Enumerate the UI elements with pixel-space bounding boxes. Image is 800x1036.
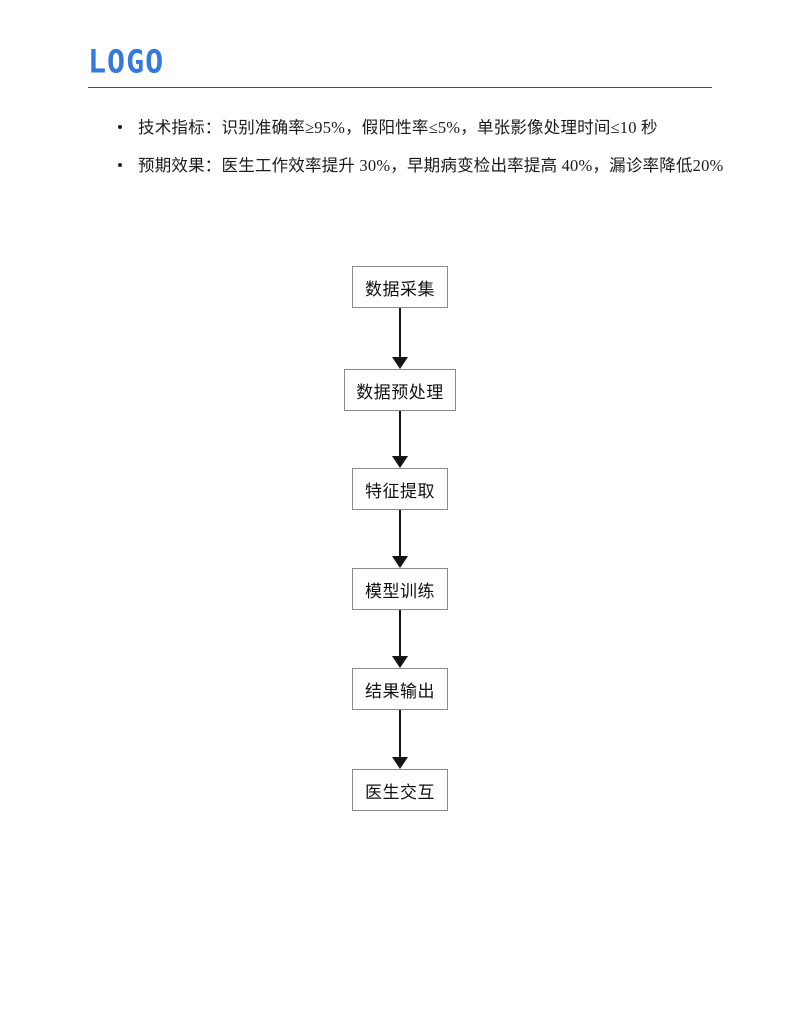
list-item: 技术指标：识别准确率≥95%，假阳性率≤5%，单张影像处理时间≤10 秒	[112, 110, 732, 146]
flow-node-label: 数据预处理	[356, 382, 444, 403]
list-item: 预期效果：医生工作效率提升 30%，早期病变检出率提高 40%，漏诊率降低20%	[112, 148, 732, 184]
flow-arrow-4	[391, 610, 409, 668]
arrow-head-icon	[392, 556, 408, 568]
flow-node-label: 结果输出	[365, 681, 435, 702]
arrow-stem	[399, 510, 401, 557]
flow-node-result-output: 结果输出	[352, 668, 448, 710]
logo-text: LOGO	[88, 43, 165, 81]
flow-node-label: 数据采集	[365, 279, 435, 300]
arrow-head-icon	[392, 357, 408, 369]
flow-node-feature-extraction: 特征提取	[352, 468, 448, 510]
flow-arrow-5	[391, 710, 409, 769]
flow-node-label: 医生交互	[365, 782, 435, 803]
arrow-head-icon	[392, 757, 408, 769]
flow-arrow-2	[391, 411, 409, 468]
arrow-stem	[399, 308, 401, 358]
flow-arrow-1	[391, 308, 409, 369]
flow-node-doctor-interaction: 医生交互	[352, 769, 448, 811]
arrow-stem	[399, 610, 401, 657]
bullet-dot-icon	[118, 125, 122, 129]
flow-node-label: 模型训练	[365, 581, 435, 602]
flow-node-preprocessing: 数据预处理	[344, 369, 456, 411]
flow-node-label: 特征提取	[365, 481, 435, 502]
flow-node-model-training: 模型训练	[352, 568, 448, 610]
flow-node-data-collection: 数据采集	[352, 266, 448, 308]
arrow-stem	[399, 710, 401, 758]
list-item-text: 预期效果：医生工作效率提升 30%，早期病变检出率提高 40%，漏诊率降低20%	[138, 156, 724, 175]
flowchart-diagram: 数据采集 数据预处理 特征提取 模型训练 结果输出 医生交互	[0, 266, 800, 811]
arrow-head-icon	[392, 456, 408, 468]
flow-arrow-3	[391, 510, 409, 568]
arrow-head-icon	[392, 656, 408, 668]
page-header: LOGO	[88, 43, 712, 90]
list-item-text: 技术指标：识别准确率≥95%，假阳性率≤5%，单张影像处理时间≤10 秒	[138, 118, 658, 137]
arrow-stem	[399, 411, 401, 457]
header-divider	[88, 87, 712, 88]
bullet-list: 技术指标：识别准确率≥95%，假阳性率≤5%，单张影像处理时间≤10 秒 预期效…	[112, 110, 732, 184]
bullet-dot-icon	[118, 163, 122, 167]
